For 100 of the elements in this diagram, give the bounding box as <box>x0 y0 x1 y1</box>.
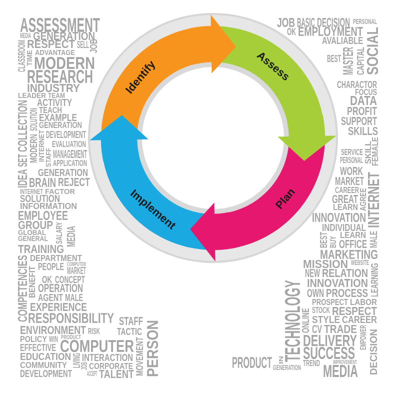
cloud-word: NEW <box>305 269 320 277</box>
cloud-word: RELATION <box>322 268 368 278</box>
cloud-word: INTERNET <box>368 172 379 228</box>
cloud-word: CHARACTOR <box>337 80 377 88</box>
cloud-word: LABOR <box>350 298 377 306</box>
cloud-word: SELL <box>77 40 89 48</box>
cloud-word: REJECT <box>58 178 90 186</box>
cloud-word: RESPONSIBILITY <box>28 312 114 324</box>
cloud-word: SET <box>18 154 28 167</box>
cloud-word: SUCCESS <box>303 346 355 360</box>
cloud-word: BRAIN <box>30 178 56 187</box>
cloud-word: IDEA <box>18 169 27 188</box>
cloud-word: MISSION <box>304 260 348 268</box>
cloud-word: INTERACTION <box>82 354 132 362</box>
cloud-word: PERSONAL <box>340 156 363 164</box>
arrow <box>190 202 236 262</box>
cloud-word: TALENT <box>99 370 134 378</box>
cloud-word: COMPETENCIES <box>18 255 28 322</box>
cloud-word: PROSPECT <box>312 298 348 306</box>
cloud-word: GENERATION <box>39 122 82 128</box>
cloud-word: COMPUTER <box>60 340 134 352</box>
cloud-word: SOLUTION <box>20 194 60 202</box>
cloud-word: JOB <box>80 362 88 370</box>
cloud-word: TRADE <box>324 325 357 333</box>
cloud-word: GROUP <box>18 220 53 230</box>
cloud-word: OK <box>287 28 296 36</box>
cloud-word: TACTIC <box>117 328 142 336</box>
cloud-word: CAPITAL <box>356 47 364 75</box>
cloud-word: CAREER <box>342 316 377 324</box>
cloud-word: SKILL <box>364 141 372 164</box>
cloud-word: FOCUS <box>355 88 377 96</box>
cloud-word: PRODUCT <box>232 356 272 368</box>
cloud-word: PROCESS <box>326 288 368 298</box>
cloud-word: INDUSTRY <box>28 84 80 92</box>
cloud-word: MARKETING <box>320 250 378 260</box>
cloud-word: DECISION <box>317 18 350 28</box>
cloud-word: SKILLS <box>348 126 378 136</box>
cloud-word: PROFIT <box>348 106 377 116</box>
cloud-word: MALE <box>370 231 377 248</box>
cloud-word: LIVING <box>72 353 80 368</box>
cloud-word: PERSON <box>146 320 158 376</box>
cloud-word: TEACH <box>39 106 62 114</box>
cloud-word: WORK <box>340 166 363 176</box>
cloud-word: CLASSROOM <box>18 40 26 72</box>
cloud-word: SALARY <box>56 222 62 244</box>
cloud-word: CAREER <box>335 186 359 194</box>
cloud-word: RESPECT <box>28 40 75 48</box>
cloud-word: LEARNING <box>370 263 378 297</box>
cloud-word: SERVICE <box>341 148 363 156</box>
cloud-word: EXPERIENCE <box>30 302 87 312</box>
cloud-word: OFFICE <box>339 240 367 248</box>
cloud-word: AGENT <box>38 294 63 302</box>
cloud-word: TRAINING <box>18 244 64 254</box>
cloud-word: STOCK <box>312 306 330 314</box>
cloud-word: MARKET <box>335 177 364 185</box>
cloud-word: DELIVERY <box>304 335 357 346</box>
arrow <box>278 114 336 161</box>
cloud-word: COMMUNITY <box>20 362 67 368</box>
cloud-word: APPLICATION <box>53 160 87 166</box>
cloud-word: MEDIA <box>324 365 358 377</box>
cloud-word: PEOPLE <box>38 262 64 270</box>
cloud-word: DEPARTMENT <box>30 255 82 261</box>
cloud-word: INFORMATION <box>20 202 76 210</box>
cloud-word: BEST <box>320 232 328 248</box>
cloud-word: CORPORATE <box>89 362 133 370</box>
cloud-word: AVALIABLE <box>322 37 363 44</box>
cloud-word: JOB <box>277 18 295 28</box>
cloud-word: MARKET <box>67 267 86 274</box>
cloud-word: CONCEPT <box>55 276 85 284</box>
cloud-word: INNOVATION <box>308 278 368 288</box>
cloud-word: OWN <box>307 288 324 298</box>
cloud-word: RESPECT <box>332 306 377 316</box>
cloud-word: BASIC <box>297 18 315 28</box>
cloud-word: MOVEMENT <box>136 337 144 376</box>
cloud-word: EMPLOYEE <box>18 210 68 220</box>
cloud-word: SOCIAL <box>366 27 378 75</box>
cloud-word: EVALUATION <box>52 140 86 148</box>
cloud-word: LEARN <box>333 204 358 210</box>
cloud-word: FEMALE <box>372 137 378 166</box>
cloud-word: ENVIRONMENT <box>20 326 86 334</box>
cloud-word: WIN <box>49 336 58 342</box>
cloud-word: COLLECTION <box>18 100 28 152</box>
cloud-word: EFFECTIVE <box>20 344 56 352</box>
cloud-word: SUPPORT <box>341 116 377 126</box>
cloud-word: GENERATION <box>38 168 88 176</box>
cloud-word: DEVELOPMENT <box>46 130 86 138</box>
cloud-word: MEDIA <box>67 226 75 247</box>
cloud-word: LEARN <box>340 232 366 238</box>
cloud-word: SOLUTION <box>30 108 38 131</box>
cloud-word: TREND <box>303 360 320 366</box>
arrow <box>190 14 236 74</box>
cloud-word: ONLINE <box>302 308 310 333</box>
cloud-word: RISK <box>88 328 100 334</box>
cloud-word: OPERATION <box>38 284 82 292</box>
cloud-word: BENEFIT <box>29 266 35 298</box>
cloud-word: INDIVIDUAL <box>322 224 366 232</box>
cloud-word: CV <box>312 324 322 334</box>
cloud-word: POLICY <box>20 336 47 342</box>
cloud-word: EMPOWER <box>360 325 366 350</box>
cloud-word: AGREE <box>360 188 366 211</box>
